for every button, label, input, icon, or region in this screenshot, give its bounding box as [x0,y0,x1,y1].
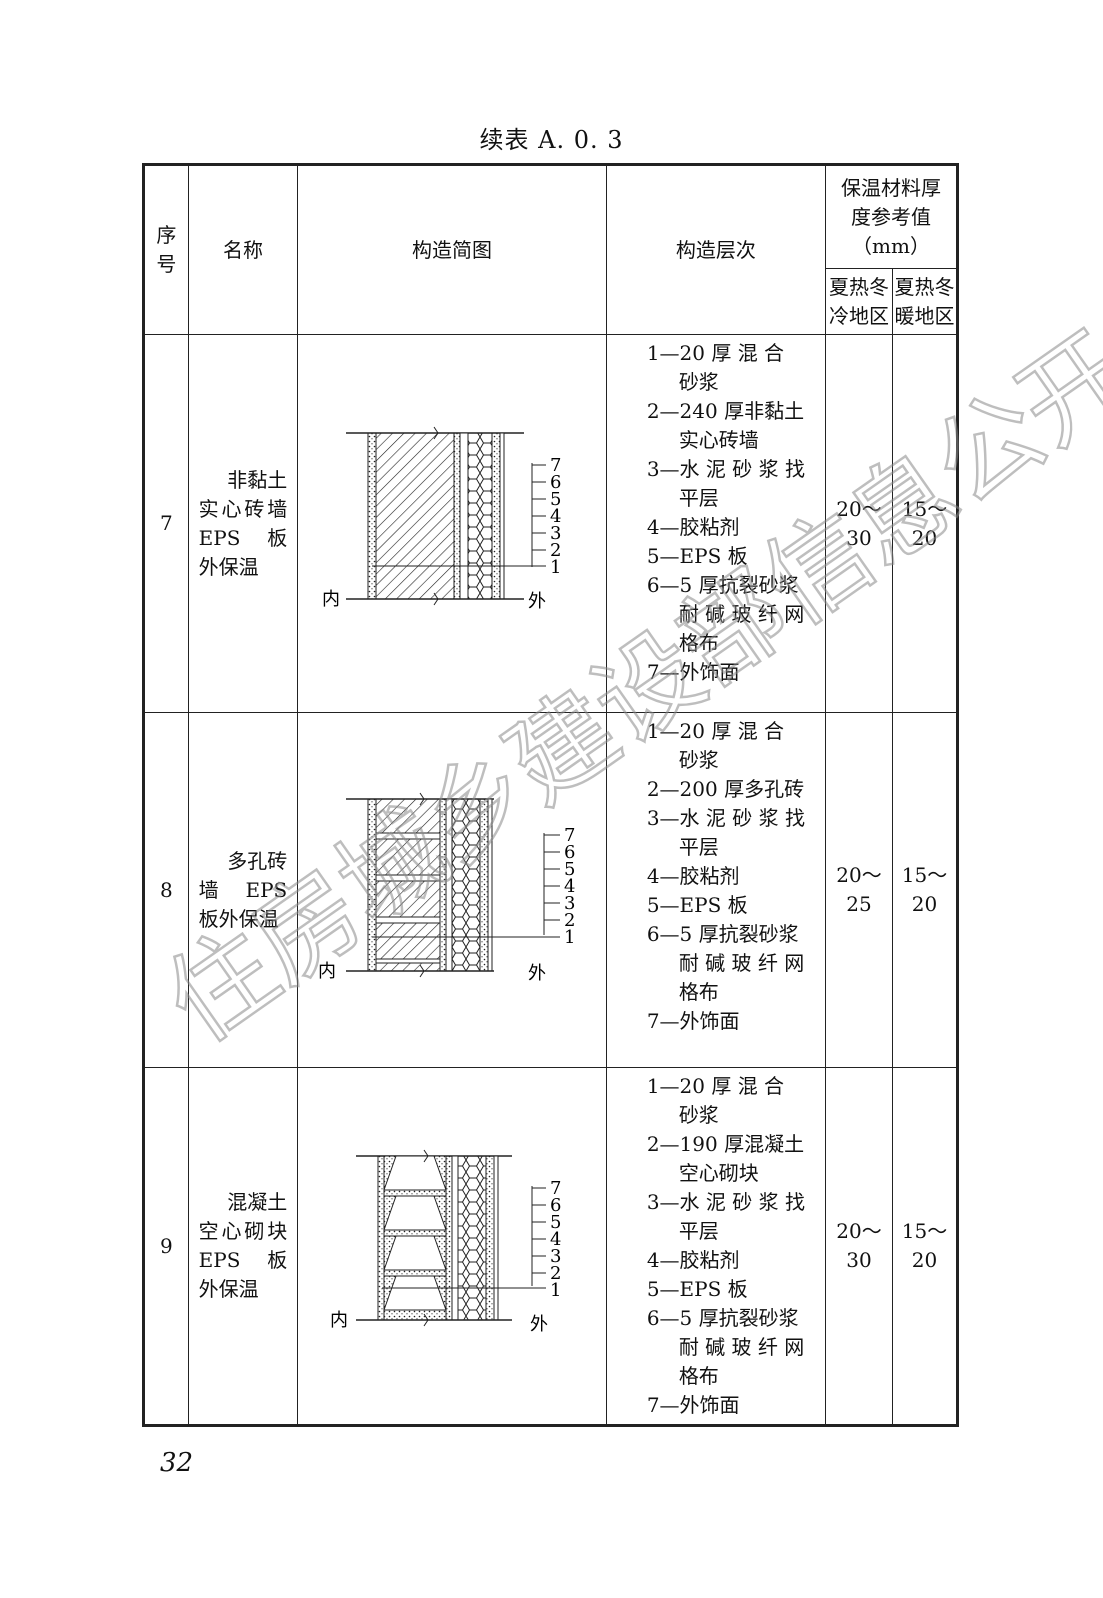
row-name: 混凝土 空心砌块 EPS 板 外保温 [187,1067,299,1426]
row-seq: 7 [143,334,189,713]
diagram-label-2: 2 [550,1263,561,1284]
row-hscw: 20～25 [825,712,894,1068]
page-number: 32 [160,1448,194,1478]
outside-label: 外 [530,1314,548,1335]
row-hswc: 15～20 [892,1067,958,1426]
diagram-label-4: 4 [564,876,575,897]
row-layers: 1—20 厚 混 合砂浆 2—190 厚混凝土空心砌块 3—水 泥 砂 浆 找平… [605,1067,827,1426]
diagram-label-1: 1 [550,557,561,578]
row-layers: 1—20 厚 混 合砂浆 2—200 厚多孔砖 3—水 泥 砂 浆 找平层 4—… [605,712,827,1068]
header-name: 名称 [187,164,299,335]
table-row: 9 混凝土 空心砌块 EPS 板 外保温 [143,1067,958,1426]
outside-label: 外 [528,591,546,612]
outside-label: 外 [528,963,546,984]
diagram-label-5: 5 [550,489,561,510]
row-hscw: 20～30 [825,334,894,713]
diagram-label-7: 7 [550,455,561,476]
diagram-label-3: 3 [550,1246,561,1267]
diagram-label-5: 5 [564,859,575,880]
row-name: 多孔砖 墙 EPS 板外保温 [187,712,299,1068]
diagram-label-6: 6 [564,842,575,863]
construction-table: 序号 名称 构造简图 构造层次 保温材料厚度参考值（mm） 夏热冬冷地区 夏热冬… [142,163,959,1427]
row-diagram: 7 6 5 4 3 2 1 内 外 [297,712,607,1068]
row-seq: 9 [143,1067,189,1426]
diagram-label-7: 7 [564,825,575,846]
diagram-label-3: 3 [564,893,575,914]
header-layers: 构造层次 [605,164,827,335]
row-hswc: 15～20 [892,334,958,713]
row-name: 非黏土 实心砖墙 EPS 板 外保温 [187,334,299,713]
table-row: 8 多孔砖 墙 EPS 板外保温 [143,712,958,1068]
diagram-label-2: 2 [550,540,561,561]
row-hswc: 15～20 [892,712,958,1068]
row-hscw: 20～30 [825,1067,894,1426]
porous-brick-wall-diagram: 7 6 5 4 3 2 1 内 外 [318,792,576,984]
diagram-label-1: 1 [550,1280,561,1301]
row-seq: 8 [143,712,189,1068]
row-diagram: 7 6 5 4 3 2 1 内 外 [297,1067,607,1426]
diagram-label-6: 6 [550,472,561,493]
diagram-label-1: 1 [564,927,575,948]
diagram-label-5: 5 [550,1212,561,1233]
inside-label: 内 [322,589,340,610]
solid-brick-wall-diagram: 7 6 5 4 3 2 1 内 外 [322,426,562,612]
diagram-label-2: 2 [564,910,575,931]
header-region-hswc: 夏热冬暖地区 [892,268,958,335]
header-region-hscw: 夏热冬冷地区 [825,268,894,335]
diagram-label-7: 7 [550,1178,561,1199]
concrete-block-wall-diagram: 7 6 5 4 3 2 1 内 外 [330,1149,562,1335]
diagram-label-4: 4 [550,1229,561,1250]
table-caption: 续表 A. 0. 3 [479,126,624,154]
inside-label: 内 [318,961,336,982]
header-seq: 序号 [143,164,189,335]
diagram-label-3: 3 [550,523,561,544]
header-thickness: 保温材料厚度参考值（mm） [825,164,958,269]
diagram-label-6: 6 [550,1195,561,1216]
header-diagram: 构造简图 [297,164,607,335]
row-diagram: 7 6 5 4 3 2 1 内 外 [297,334,607,713]
table-row: 7 非黏土 实心砖墙 EPS 板 外保温 [143,334,958,713]
inside-label: 内 [330,1310,348,1331]
diagram-label-4: 4 [550,506,561,527]
row-layers: 1—20 厚 混 合砂浆 2—240 厚非黏土实心砖墙 3—水 泥 砂 浆 找平… [605,334,827,713]
